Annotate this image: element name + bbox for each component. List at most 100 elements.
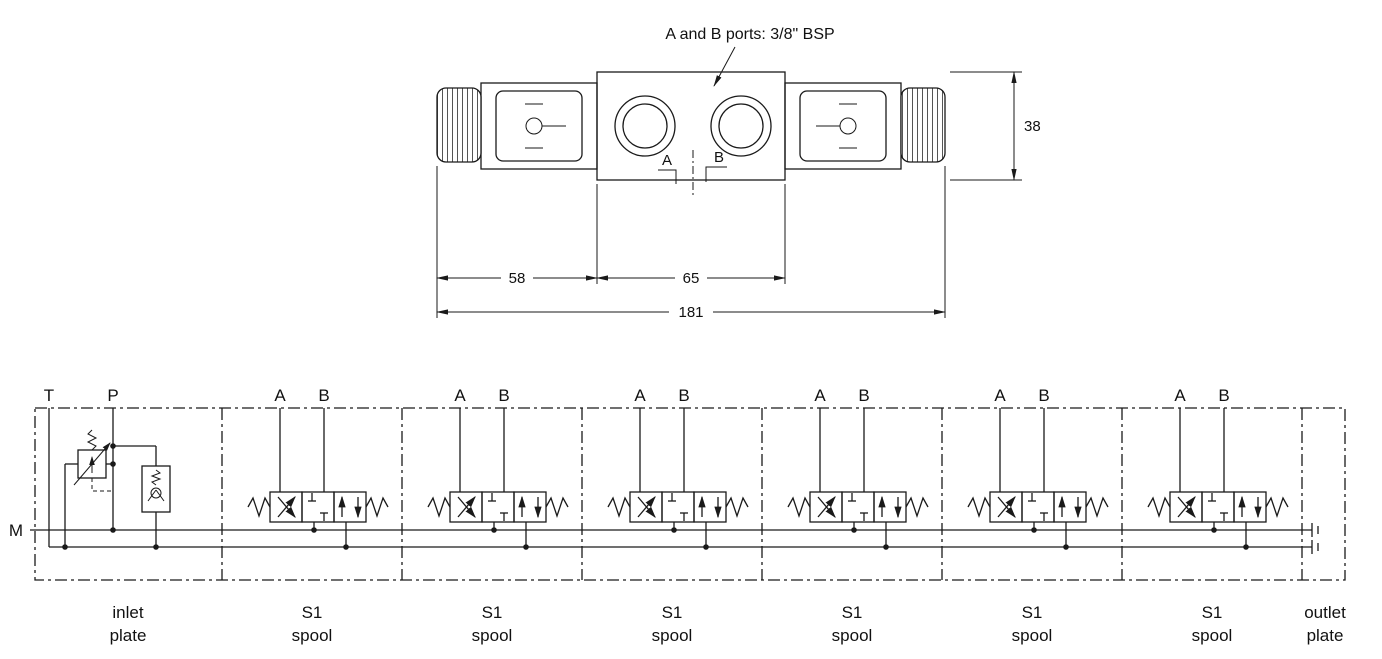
section-label-line2: plate: [1307, 626, 1344, 645]
junction-dot: [110, 443, 116, 449]
junction-dot: [851, 527, 857, 533]
outlet-line-terminations: [1311, 523, 1319, 554]
port-b-label: B: [318, 386, 329, 405]
dim-181-text: 181: [678, 304, 703, 321]
right-din-connector: [799, 90, 887, 162]
spring-right: [1085, 496, 1109, 519]
section-spool: S1 spool A B: [761, 386, 929, 645]
right-end-cap: [900, 87, 946, 163]
dim-58-bg: [501, 270, 533, 285]
section-label-line2: spool: [652, 626, 693, 645]
junction-dot: [110, 527, 116, 533]
port-p-label: P: [107, 386, 118, 405]
check-valve: [141, 465, 171, 513]
port-a-leader: [658, 169, 677, 184]
valve-position-box: [481, 491, 515, 523]
hydraulic-schematic: T P M: [9, 386, 1346, 645]
dim-58-text: 58: [509, 270, 526, 287]
spring-left: [607, 496, 631, 519]
right-connector-marks: [816, 103, 857, 149]
port-a-label: A: [994, 386, 1006, 405]
section-label-line2: spool: [292, 626, 333, 645]
valve-position-box: [513, 491, 547, 523]
junction-dot: [523, 544, 529, 550]
spring-left: [967, 496, 991, 519]
port-b-label: B: [1218, 386, 1229, 405]
port-a-label: A: [274, 386, 286, 405]
junction-dot: [110, 461, 116, 467]
junction-dot: [1211, 527, 1217, 533]
left-end-cap: [436, 87, 482, 163]
section-label-line1: S1: [1022, 603, 1043, 622]
port-a-label: A: [814, 386, 826, 405]
left-solenoid-block: [480, 82, 598, 170]
port-a-hole: [614, 95, 676, 157]
valve-center-body: [596, 71, 786, 181]
section-spool: S1 spool A B: [221, 386, 389, 645]
port-a-label: A: [662, 152, 672, 169]
valve-position-box: [301, 491, 335, 523]
spring-right: [1265, 496, 1289, 519]
dimension-extension-lines: [436, 71, 1022, 318]
valve-position-box: [1201, 491, 1235, 523]
port-b-label: B: [498, 386, 509, 405]
section-label-line1: S1: [842, 603, 863, 622]
junction-dot: [1243, 544, 1249, 550]
valve-top-view: A and B ports: 3/8" BSP: [436, 26, 1041, 321]
spring-left: [427, 496, 451, 519]
ports-annotation: A and B ports: 3/8" BSP: [665, 26, 834, 43]
assembly-boundary: [34, 407, 1346, 581]
dim-181-bg: [669, 304, 713, 319]
annotation-leader-arrow: [713, 46, 736, 87]
port-m-label: M: [9, 521, 23, 540]
port-a-label: A: [454, 386, 466, 405]
left-din-connector: [495, 90, 583, 162]
valve-position-box: [1021, 491, 1055, 523]
check-spring: [150, 469, 162, 486]
section-label-line1: S1: [662, 603, 683, 622]
valve-position-box: [693, 491, 727, 523]
port-b-label: B: [858, 386, 869, 405]
dim-38-text: 38: [1024, 118, 1041, 135]
port-a-label: A: [1174, 386, 1186, 405]
spring-left: [247, 496, 271, 519]
junction-dot: [343, 544, 349, 550]
junction-dot: [671, 527, 677, 533]
junction-dot: [1031, 527, 1037, 533]
valve-position-box: [841, 491, 875, 523]
section-label-line2: spool: [832, 626, 873, 645]
junction-dot: [62, 544, 68, 550]
check-ball: [150, 487, 162, 499]
section-label-line1: inlet: [112, 603, 143, 622]
junction-dot: [883, 544, 889, 550]
section-label-line2: plate: [110, 626, 147, 645]
spring-right: [365, 496, 389, 519]
section-label-line1: S1: [302, 603, 323, 622]
port-b-label: B: [678, 386, 689, 405]
spring-right: [545, 496, 569, 519]
schematic-line: [457, 496, 476, 518]
junction-dot: [311, 527, 317, 533]
spring-left: [787, 496, 811, 519]
check-seat: [147, 489, 165, 502]
port-b-hole: [710, 95, 772, 157]
relief-spring: [86, 429, 98, 451]
relief-pilot-line: [91, 478, 111, 492]
port-a-label: A: [634, 386, 646, 405]
right-solenoid-block: [784, 82, 902, 170]
dim-65-text: 65: [683, 270, 700, 287]
schematic-line: [997, 496, 1016, 518]
valve-position-box: [873, 491, 907, 523]
junction-dot: [703, 544, 709, 550]
junction-dot: [1063, 544, 1069, 550]
schematic-line: [1177, 496, 1196, 518]
left-connector-marks: [525, 103, 566, 149]
section-label-line1: S1: [1202, 603, 1223, 622]
inlet-plate-circuit: [48, 408, 171, 550]
